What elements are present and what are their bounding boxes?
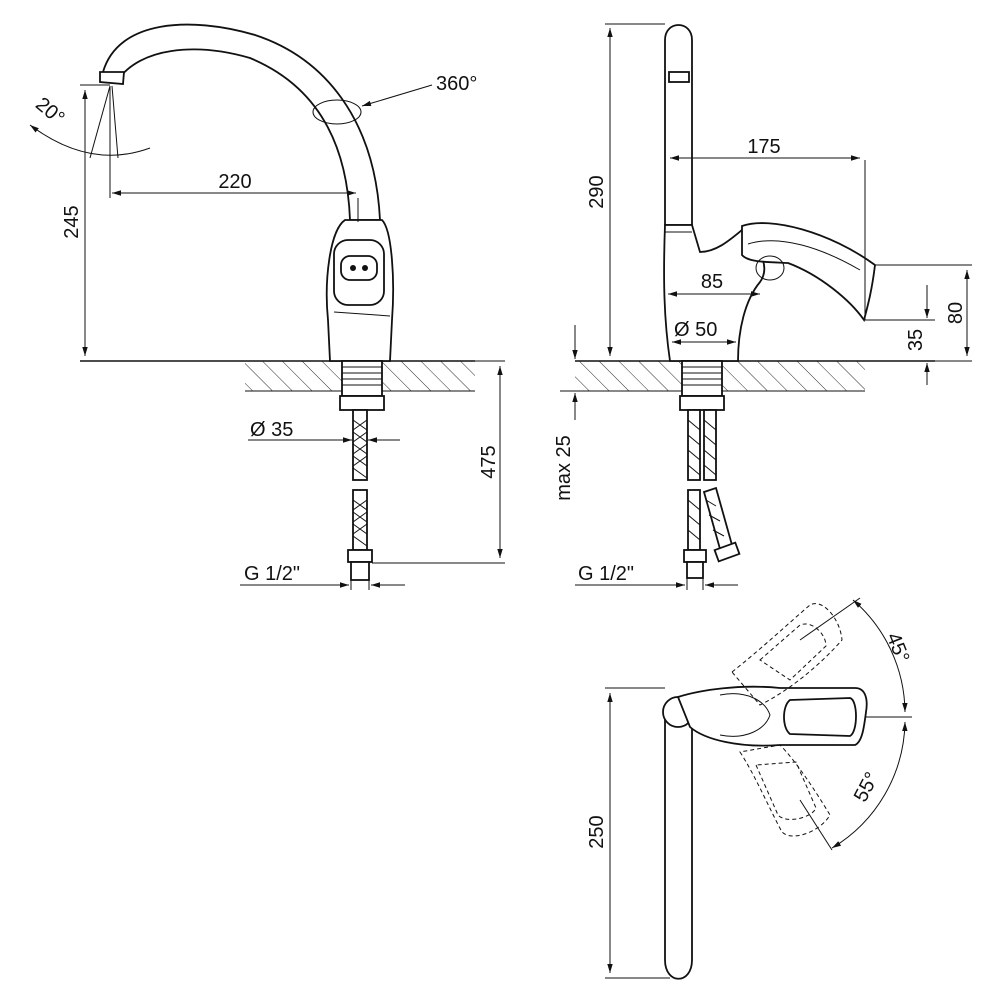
swivel-ellipse — [312, 99, 362, 125]
label-max-countertop: max 25 — [553, 435, 575, 501]
front-view: 245 220 20° 360° Ø 35 475 G 1/2" — [29, 23, 505, 590]
top-view: 250 45° 55° — [586, 597, 914, 980]
front-fitting — [347, 549, 373, 563]
label-spout-length: 250 — [586, 815, 608, 848]
label-aerator-tilt: 20° — [31, 93, 68, 129]
label-flange-diameter: Ø 35 — [250, 419, 293, 441]
label-lever-angle-lower: 55° — [850, 769, 884, 806]
side-view: 290 175 85 Ø 50 80 35 max 25 G — [553, 23, 972, 590]
top-spout — [664, 698, 693, 980]
label-base-diameter: Ø 50 — [674, 319, 717, 341]
dim-lever-angle-lower-arc — [831, 721, 908, 849]
label-swivel-angle: 360° — [436, 73, 477, 95]
label-connection-thread-front: G 1/2" — [244, 563, 300, 585]
label-total-height: 290 — [586, 175, 608, 208]
dim-aerator-tilt-arc — [29, 124, 151, 156]
top-lever-up-dashed — [731, 603, 843, 706]
side-spout — [664, 24, 693, 226]
top-lever-down-dashed — [739, 744, 831, 837]
label-body-depth: 85 — [701, 271, 723, 293]
label-lever-reach: 175 — [747, 136, 780, 158]
dim-swivel-leader — [361, 84, 433, 107]
label-lever-angle-upper: 45° — [882, 630, 914, 666]
label-lever-low: 35 — [905, 329, 927, 351]
label-connection-thread-side: G 1/2" — [578, 563, 634, 585]
label-spout-reach: 220 — [218, 171, 251, 193]
label-lever-height: 80 — [945, 302, 967, 324]
dim-lever-angle-upper-arc — [852, 599, 908, 713]
label-hose-length: 475 — [478, 445, 500, 478]
label-spout-height: 245 — [61, 205, 83, 238]
